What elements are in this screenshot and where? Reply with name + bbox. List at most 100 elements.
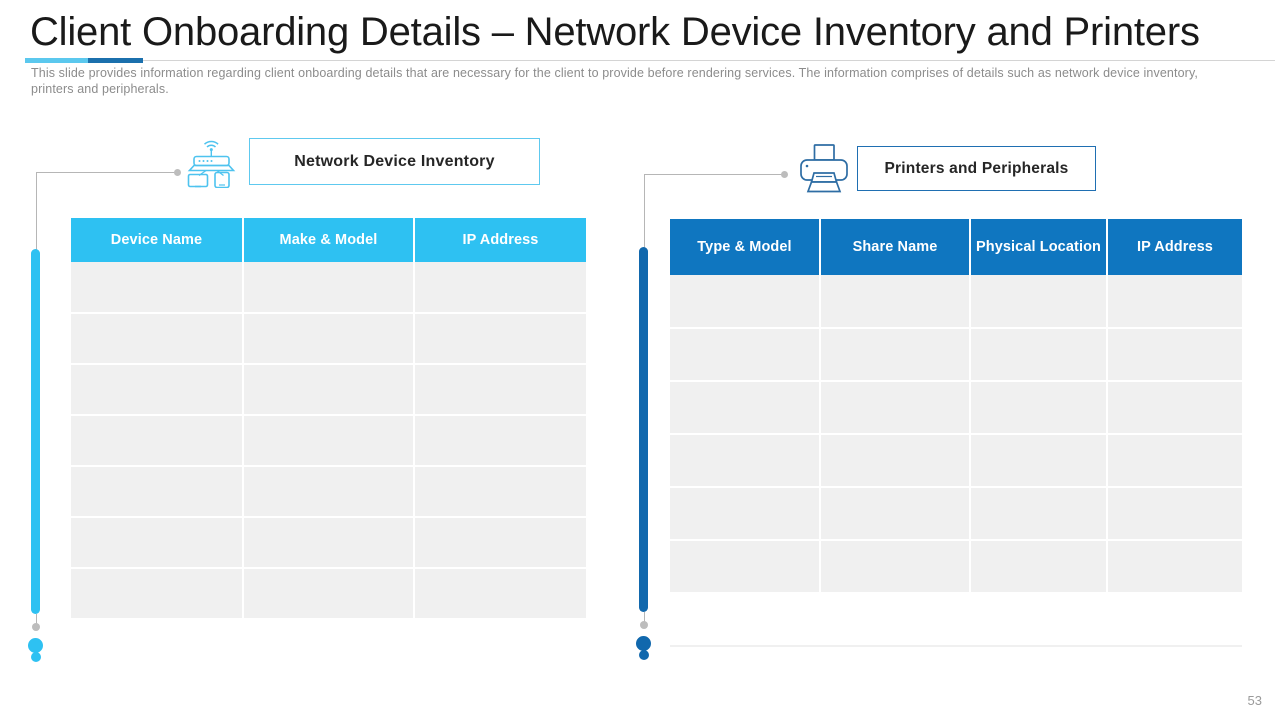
cell-make-model[interactable]	[243, 262, 415, 314]
printers-peripherals-table: Type & Model Share Name Physical Locatio…	[670, 219, 1242, 647]
table-row[interactable]	[71, 517, 586, 569]
cell-physical-location[interactable]	[970, 434, 1108, 488]
col-header-physical-location: Physical Location	[970, 219, 1108, 275]
cell-physical-location[interactable]	[970, 593, 1108, 647]
table-row[interactable]	[670, 381, 1242, 435]
cell-share-name[interactable]	[820, 328, 971, 382]
page-title: Client Onboarding Details – Network Devi…	[30, 10, 1200, 54]
cell-physical-location[interactable]	[970, 540, 1108, 594]
table-row[interactable]	[71, 568, 586, 620]
table-row[interactable]	[71, 262, 586, 314]
cell-device-name[interactable]	[71, 466, 244, 518]
cell-share-name[interactable]	[820, 275, 971, 329]
table-row[interactable]	[71, 415, 586, 467]
cell-type-model[interactable]	[670, 540, 821, 594]
cell-ip-address[interactable]	[1107, 434, 1242, 488]
printer-icon	[797, 143, 851, 195]
cell-ip-address[interactable]	[1107, 540, 1242, 594]
cell-physical-location[interactable]	[970, 487, 1108, 541]
right-tail-line	[644, 612, 645, 626]
cell-type-model[interactable]	[670, 434, 821, 488]
col-header-ip-address: IP Address	[414, 218, 586, 262]
cell-ip-address[interactable]	[414, 313, 586, 365]
table-row[interactable]	[670, 487, 1242, 541]
cell-ip-address[interactable]	[1107, 487, 1242, 541]
col-header-device-name: Device Name	[71, 218, 244, 262]
left-connector-horizontal	[36, 172, 178, 173]
cell-make-model[interactable]	[243, 415, 415, 467]
cell-share-name[interactable]	[820, 487, 971, 541]
right-tail-dot-small	[639, 650, 649, 660]
table-row[interactable]	[670, 540, 1242, 594]
left-table-body	[71, 262, 586, 620]
table-row[interactable]	[670, 434, 1242, 488]
cell-ip-address[interactable]	[1107, 593, 1242, 647]
network-device-inventory-table: Device Name Make & Model IP Address	[71, 218, 586, 620]
cell-ip-address[interactable]	[414, 262, 586, 314]
divider-segment-light	[25, 58, 88, 63]
col-header-share-name: Share Name	[820, 219, 971, 275]
cell-share-name[interactable]	[820, 434, 971, 488]
page-number: 53	[1247, 693, 1262, 708]
left-tail-line	[36, 614, 37, 628]
cell-make-model[interactable]	[243, 568, 415, 620]
cell-share-name[interactable]	[820, 540, 971, 594]
cell-ip-address[interactable]	[1107, 328, 1242, 382]
right-tail-dot-gray	[640, 621, 648, 629]
left-panel-label: Network Device Inventory	[249, 138, 540, 185]
table-row[interactable]	[71, 364, 586, 416]
cell-device-name[interactable]	[71, 517, 244, 569]
table-row[interactable]	[670, 328, 1242, 382]
right-connector-horizontal	[644, 174, 786, 175]
right-tail-dot-large	[636, 636, 651, 651]
left-accent-bar	[31, 249, 40, 614]
table-row[interactable]	[670, 275, 1242, 329]
cell-ip-address[interactable]	[414, 568, 586, 620]
cell-ip-address[interactable]	[414, 466, 586, 518]
cell-device-name[interactable]	[71, 415, 244, 467]
cell-physical-location[interactable]	[970, 275, 1108, 329]
right-table-body	[670, 275, 1242, 647]
cell-ip-address[interactable]	[1107, 275, 1242, 329]
col-header-ip-address: IP Address	[1107, 219, 1242, 275]
cell-physical-location[interactable]	[970, 381, 1108, 435]
cell-physical-location[interactable]	[970, 328, 1108, 382]
cell-device-name[interactable]	[71, 313, 244, 365]
cell-ip-address[interactable]	[1107, 381, 1242, 435]
left-tail-dot-large	[28, 638, 43, 653]
divider-segment-dark	[88, 58, 143, 63]
left-tail-dot-small	[31, 652, 41, 662]
cell-device-name[interactable]	[71, 568, 244, 620]
cell-type-model[interactable]	[670, 328, 821, 382]
left-connector-dot	[174, 169, 181, 176]
slide-subtitle: This slide provides information regardin…	[31, 66, 1198, 96]
cell-make-model[interactable]	[243, 466, 415, 518]
table-header-row: Type & Model Share Name Physical Locatio…	[670, 219, 1242, 275]
right-panel-label: Printers and Peripherals	[857, 146, 1096, 191]
cell-make-model[interactable]	[243, 517, 415, 569]
table-row[interactable]	[71, 313, 586, 365]
right-connector-dot	[781, 171, 788, 178]
cell-make-model[interactable]	[243, 313, 415, 365]
col-header-make-model: Make & Model	[243, 218, 415, 262]
network-devices-icon	[186, 136, 240, 189]
right-accent-bar	[639, 247, 648, 612]
cell-make-model[interactable]	[243, 364, 415, 416]
table-row[interactable]	[71, 466, 586, 518]
table-row[interactable]	[670, 593, 1242, 647]
cell-share-name[interactable]	[820, 381, 971, 435]
cell-ip-address[interactable]	[414, 364, 586, 416]
cell-ip-address[interactable]	[414, 517, 586, 569]
cell-type-model[interactable]	[670, 381, 821, 435]
cell-device-name[interactable]	[71, 262, 244, 314]
cell-share-name[interactable]	[820, 593, 971, 647]
cell-ip-address[interactable]	[414, 415, 586, 467]
cell-type-model[interactable]	[670, 487, 821, 541]
left-tail-dot-gray	[32, 623, 40, 631]
cell-type-model[interactable]	[670, 275, 821, 329]
divider-line-gray	[25, 60, 1275, 61]
cell-type-model[interactable]	[670, 593, 821, 647]
table-header-row: Device Name Make & Model IP Address	[71, 218, 586, 262]
cell-device-name[interactable]	[71, 364, 244, 416]
